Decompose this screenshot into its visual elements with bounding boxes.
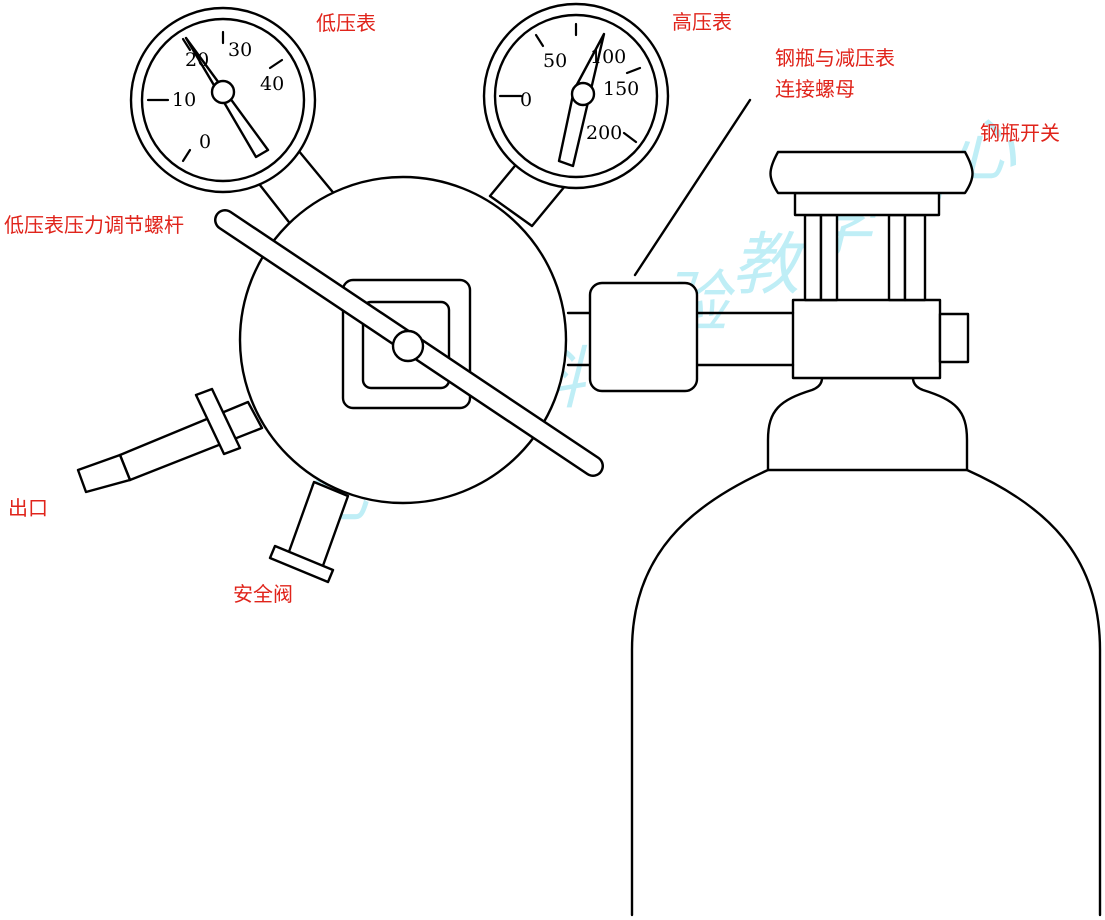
- label-connector-line2: 连接螺母: [775, 77, 855, 101]
- label-cylinder-valve: 钢瓶开关: [980, 121, 1060, 145]
- valve-side-stub: [938, 312, 970, 364]
- valve-handwheel: [769, 150, 974, 195]
- label-outlet: 出口: [8, 496, 48, 520]
- adjust-screw-hub: [391, 329, 425, 363]
- high-gauge-scale-label: 150: [603, 78, 639, 100]
- high-gauge-scale-label: 200: [586, 122, 622, 144]
- low-gauge-scale-label: 0: [199, 131, 211, 153]
- low-pressure-gauge: 0 10 20 30 40: [129, 6, 317, 194]
- low-gauge-scale-label: 10: [172, 89, 196, 111]
- label-low-gauge: 低压表: [316, 11, 376, 35]
- connecting-nut: [588, 281, 699, 393]
- high-gauge-scale-label: 50: [543, 50, 567, 72]
- label-connector-line1: 钢瓶与减压表: [775, 46, 895, 70]
- low-gauge-scale-label: 20: [185, 49, 209, 71]
- cylinder-body: [630, 376, 1102, 917]
- high-pressure-gauge: 0 50 100 150 200: [482, 2, 670, 190]
- high-gauge-scale-label: 0: [520, 89, 532, 111]
- label-safety-valve: 安全阀: [233, 582, 293, 606]
- watermark-char: 教: [732, 226, 809, 305]
- safety-valve: [268, 480, 350, 584]
- outlet-nozzle: [76, 387, 264, 494]
- cylinder-valve-block: [791, 298, 942, 380]
- label-adjust-screw: 低压表压力调节螺杆: [4, 213, 184, 237]
- label-high-gauge: 高压表: [672, 10, 732, 34]
- low-gauge-scale-label: 30: [228, 39, 252, 61]
- low-gauge-scale-label: 40: [260, 73, 284, 95]
- high-gauge-scale-label: 100: [590, 46, 626, 68]
- connector-leader-line: [633, 98, 752, 277]
- valve-stem: [793, 191, 941, 302]
